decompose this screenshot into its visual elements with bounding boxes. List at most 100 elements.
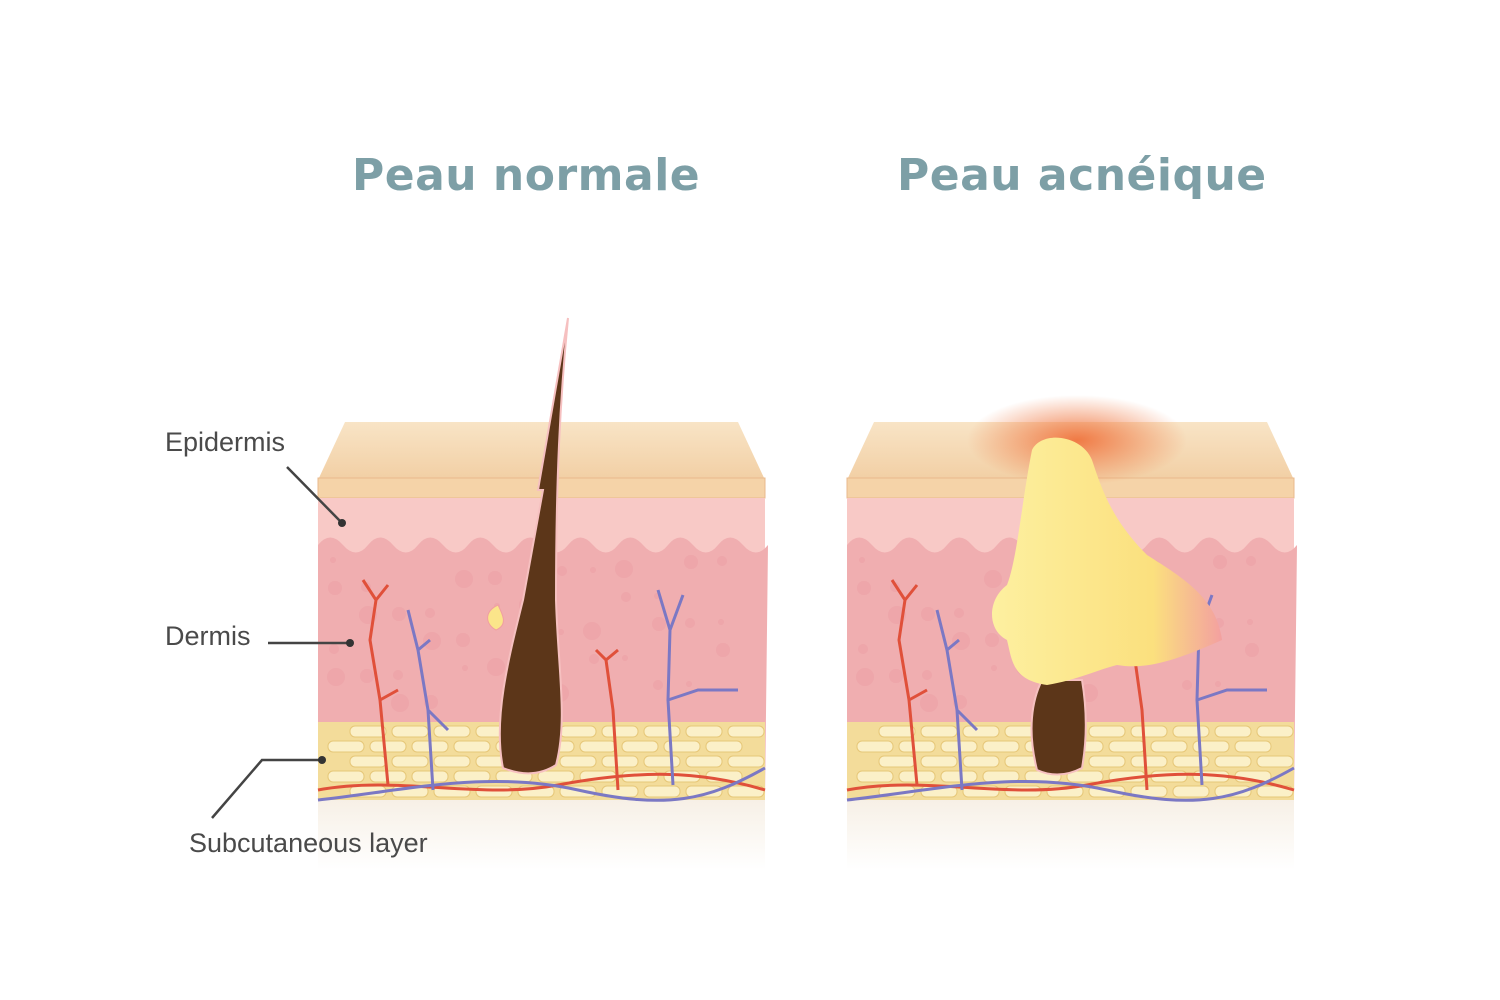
dermis-dot bbox=[487, 658, 505, 676]
artery-branch bbox=[594, 648, 620, 791]
dermis-dot bbox=[455, 570, 473, 588]
dermis-dot bbox=[856, 668, 874, 686]
fat-cell bbox=[878, 725, 916, 738]
fat-cell bbox=[643, 785, 681, 798]
dermis-dot bbox=[391, 694, 409, 712]
dermis-dot bbox=[1246, 556, 1256, 566]
dermis-dot bbox=[622, 655, 628, 661]
fat-cell bbox=[453, 740, 491, 753]
dermis-dot bbox=[1213, 555, 1227, 569]
fat-cell bbox=[727, 755, 765, 768]
dermis-dot bbox=[488, 571, 502, 585]
dermis-dot bbox=[557, 566, 567, 576]
dermis-dot bbox=[716, 643, 730, 657]
dermis-dot bbox=[685, 618, 695, 628]
fat-cell bbox=[1214, 725, 1252, 738]
fat-cell bbox=[537, 770, 575, 783]
dermis-dot bbox=[1247, 619, 1253, 625]
dermis-dot bbox=[1215, 681, 1221, 687]
dermis-dot bbox=[857, 581, 871, 595]
hair-shaft bbox=[498, 317, 569, 775]
dermis-dot bbox=[652, 617, 666, 631]
fat-cell bbox=[433, 755, 471, 768]
fat-cell bbox=[685, 755, 723, 768]
dermis-dot bbox=[462, 665, 468, 671]
block-base-shadow bbox=[318, 800, 765, 870]
dermis-dot bbox=[621, 592, 631, 602]
fat-cell bbox=[349, 725, 387, 738]
leader-dot-subcutaneous bbox=[318, 756, 326, 764]
fat-cell bbox=[727, 725, 765, 738]
vein-branch bbox=[406, 609, 450, 791]
dermis-dot bbox=[328, 581, 342, 595]
fat-cell bbox=[705, 740, 743, 753]
dermis-dot bbox=[889, 669, 903, 683]
dermis-dot bbox=[330, 557, 336, 563]
artery-branch bbox=[361, 579, 399, 786]
fat-cell bbox=[982, 740, 1020, 753]
fat-cell bbox=[685, 725, 723, 738]
fat-cell bbox=[878, 755, 916, 768]
dermis-dot bbox=[583, 622, 601, 640]
fat-cell bbox=[1150, 740, 1188, 753]
dermis-dot bbox=[425, 608, 435, 618]
dermis-dot bbox=[1245, 643, 1259, 657]
inflammation-area bbox=[967, 395, 1187, 485]
fat-cell bbox=[411, 770, 449, 783]
fat-cell bbox=[391, 725, 429, 738]
fat-cell bbox=[1130, 755, 1168, 768]
fat-cell bbox=[1192, 740, 1230, 753]
vein-horizontal bbox=[846, 766, 1295, 802]
dermis-dot bbox=[718, 619, 724, 625]
fat-cell bbox=[1214, 755, 1252, 768]
dermis-dot bbox=[392, 607, 406, 621]
fat-cell bbox=[643, 755, 681, 768]
fat-cell bbox=[327, 770, 365, 783]
dermis-dot bbox=[686, 681, 692, 687]
epidermis-surface bbox=[318, 422, 765, 480]
fat-cell bbox=[962, 755, 1000, 768]
fat-cell bbox=[940, 770, 978, 783]
fat-cell bbox=[856, 770, 894, 783]
fat-cell bbox=[559, 725, 597, 738]
fat-cell bbox=[1130, 725, 1168, 738]
leader-dot-dermis bbox=[346, 639, 354, 647]
fat-cell bbox=[898, 740, 936, 753]
dermis-dot bbox=[393, 670, 403, 680]
label-subcutaneous-layer: Subcutaneous layer bbox=[189, 828, 428, 858]
label-dermis: Dermis bbox=[165, 621, 251, 651]
fat-cell bbox=[391, 755, 429, 768]
dermis-dot bbox=[590, 567, 596, 573]
dermis-dot bbox=[717, 556, 727, 566]
dermis-dot bbox=[558, 629, 564, 635]
fat-cell bbox=[685, 785, 723, 798]
vein-horizontal bbox=[317, 766, 766, 802]
fat-cell bbox=[962, 725, 1000, 738]
fat-cell bbox=[1066, 770, 1104, 783]
dermis-dot bbox=[327, 668, 345, 686]
fat-cell bbox=[601, 755, 639, 768]
pus-pocket bbox=[992, 437, 1222, 685]
dermis-dot bbox=[589, 654, 599, 664]
dermis-dot bbox=[615, 560, 633, 578]
fat-cell bbox=[369, 740, 407, 753]
dermis-dot bbox=[360, 669, 374, 683]
dermis-dot bbox=[991, 665, 997, 671]
fat-cell bbox=[643, 725, 681, 738]
fat-cell bbox=[920, 755, 958, 768]
leader-subcutaneous bbox=[211, 758, 322, 819]
fat-cell bbox=[349, 755, 387, 768]
dermis-dot bbox=[1182, 680, 1192, 690]
fat-cell bbox=[1214, 785, 1252, 798]
fat-cell bbox=[663, 740, 701, 753]
dermis-dot bbox=[859, 557, 865, 563]
fat-cell bbox=[601, 725, 639, 738]
dermis-dot bbox=[954, 608, 964, 618]
fat-cell bbox=[1256, 755, 1294, 768]
dermis-dot bbox=[653, 680, 663, 690]
fat-cell bbox=[579, 740, 617, 753]
fat-cell bbox=[1004, 785, 1042, 798]
fat-cell bbox=[559, 755, 597, 768]
title-acne-skin: Peau acnéique bbox=[897, 150, 1267, 201]
